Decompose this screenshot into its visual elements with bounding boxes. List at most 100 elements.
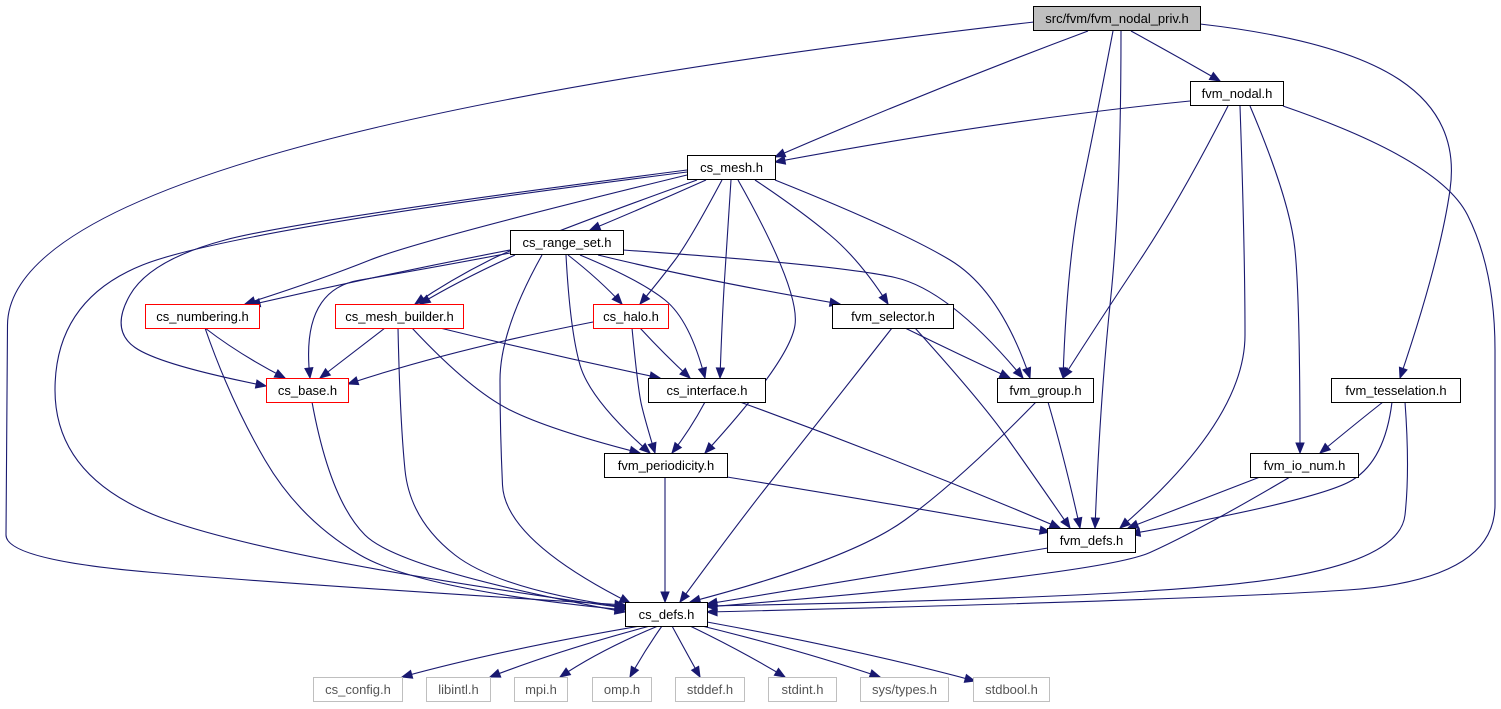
arrowhead-icon: [1318, 442, 1332, 454]
node-label: cs_mesh_builder.h: [345, 309, 453, 324]
node-cs-defs[interactable]: cs_defs.h: [625, 602, 708, 627]
node-box: [768, 677, 837, 702]
node-fvm-tesselation[interactable]: fvm_tesselation.h: [1331, 378, 1461, 403]
node-box: [973, 677, 1050, 702]
node-box: [1331, 378, 1461, 403]
node-label: fvm_tesselation.h: [1345, 383, 1446, 398]
edge-cs_range_set-to-cs_defs: [499, 254, 632, 604]
arrowhead-icon: [704, 442, 716, 454]
arrowhead-icon: [998, 369, 1012, 379]
edge-line: [1129, 401, 1393, 535]
edge-line: [701, 625, 881, 678]
edge-line: [914, 327, 1071, 529]
arrowhead-icon: [1208, 71, 1222, 82]
edge-fvm_selector-to-cs_defs: [679, 327, 893, 604]
arrowhead-icon: [1048, 519, 1062, 529]
edge-fvm_periodicity-to-fvm_defs: [726, 476, 1052, 535]
edge-line: [726, 476, 1051, 533]
edge-line: [559, 625, 659, 678]
node-label: cs_numbering.h: [156, 309, 249, 324]
edge-line: [1119, 105, 1246, 529]
node-box: [625, 602, 708, 627]
edge-line: [311, 401, 626, 613]
edge-fvm_selector-to-fvm_defs: [914, 327, 1071, 530]
node-cs-base[interactable]: cs_base.h: [266, 378, 349, 403]
edge-cs_range_set-to-cs_halo: [567, 254, 623, 305]
edge-fvm_nodal-to-fvm_defs: [1118, 105, 1246, 529]
node-fvm-defs[interactable]: fvm_defs.h: [1047, 528, 1136, 553]
arrowhead-icon: [488, 668, 502, 678]
edge-fvm_tesselation-to-fvm_io_num: [1318, 401, 1384, 454]
node-label: sys/types.h: [872, 682, 937, 697]
edge-cs_defs-to-cs_config: [400, 625, 641, 679]
arrowhead-icon: [558, 667, 572, 678]
edge-line: [1130, 30, 1221, 82]
edge-fvm_nodal-to-cs_mesh: [773, 100, 1191, 165]
arrowhead-icon: [613, 605, 627, 615]
node-sys-types: sys/types.h: [860, 677, 949, 702]
edge-cs_range_set-to-fvm_group: [622, 249, 1024, 380]
arrowhead-icon: [660, 591, 670, 604]
edge-cs_mesh-to-cs_range_set: [588, 179, 707, 231]
edge-cs_defs-to-libintl: [488, 625, 651, 678]
arrowhead-icon: [773, 148, 787, 158]
edge-cs_mesh-to-fvm_group: [774, 179, 1032, 380]
node-label: cs_mesh.h: [700, 160, 763, 175]
node-label: mpi.h: [525, 682, 557, 697]
edge-cs_base-to-cs_defs: [311, 401, 627, 615]
arrowhead-icon: [697, 366, 707, 380]
edge-cs_range_set-to-cs_base: [304, 252, 511, 380]
node-label: cs_defs.h: [639, 607, 695, 622]
edge-line: [439, 327, 661, 379]
edge-line: [1127, 476, 1261, 529]
edge-line: [54, 171, 688, 609]
node-fvm-group[interactable]: fvm_group.h: [997, 378, 1094, 403]
arrowhead-icon: [868, 669, 882, 679]
node-cs-mesh-builder[interactable]: cs_mesh_builder.h: [335, 304, 464, 329]
node-fvm-io-num[interactable]: fvm_io_num.h: [1250, 453, 1359, 478]
edge-line: [689, 625, 786, 678]
node-cs-mesh[interactable]: cs_mesh.h: [687, 155, 776, 180]
node-cs-halo[interactable]: cs_halo.h: [593, 304, 669, 329]
node-box: [514, 677, 568, 702]
edge-line: [904, 327, 1011, 379]
node-cs-numbering[interactable]: cs_numbering.h: [145, 304, 260, 329]
arrowhead-icon: [418, 294, 432, 305]
node-label: fvm_defs.h: [1060, 533, 1124, 548]
node-fvm-selector[interactable]: fvm_selector.h: [832, 304, 954, 329]
edge-cs_halo-to-cs_base: [346, 321, 594, 386]
arrowhead-icon: [679, 590, 691, 604]
edge-cs_defs-to-stdbool: [706, 621, 977, 683]
node-box: [145, 304, 260, 329]
edge-line: [774, 179, 1031, 379]
arrowhead-icon: [639, 292, 651, 306]
arrowhead-icon: [1073, 516, 1083, 530]
edges-layer: [5, 21, 1496, 683]
node-box: [313, 677, 403, 702]
node-cs-range-set[interactable]: cs_range_set.h: [510, 230, 624, 255]
edge-cs_halo-to-cs_interface: [639, 327, 691, 379]
node-box: [604, 453, 728, 478]
arrowhead-icon: [611, 293, 623, 305]
arrowhead-icon: [400, 669, 414, 679]
edge-line: [411, 327, 641, 454]
node-box: [648, 378, 766, 403]
node-root[interactable]: src/fvm/fvm_nodal_priv.h: [1033, 6, 1201, 31]
edge-line: [489, 625, 651, 678]
node-box: [1033, 6, 1201, 31]
node-fvm-periodicity[interactable]: fvm_periodicity.h: [604, 453, 728, 478]
edge-line: [706, 476, 1291, 608]
arrowhead-icon: [588, 221, 602, 231]
edge-line: [308, 252, 511, 379]
edge-line: [565, 254, 651, 454]
arrowhead-icon: [773, 667, 787, 678]
edge-fvm_nodal-to-fvm_io_num: [1249, 105, 1305, 455]
edge-line: [120, 169, 688, 387]
arrowhead-icon: [346, 376, 360, 386]
node-cs-interface[interactable]: cs_interface.h: [648, 378, 766, 403]
node-fvm-nodal[interactable]: fvm_nodal.h: [1190, 81, 1284, 106]
edge-cs_numbering-to-cs_defs: [204, 327, 627, 614]
edge-fvm_group-to-cs_defs: [688, 401, 1037, 604]
node-omp: omp.h: [592, 677, 652, 702]
